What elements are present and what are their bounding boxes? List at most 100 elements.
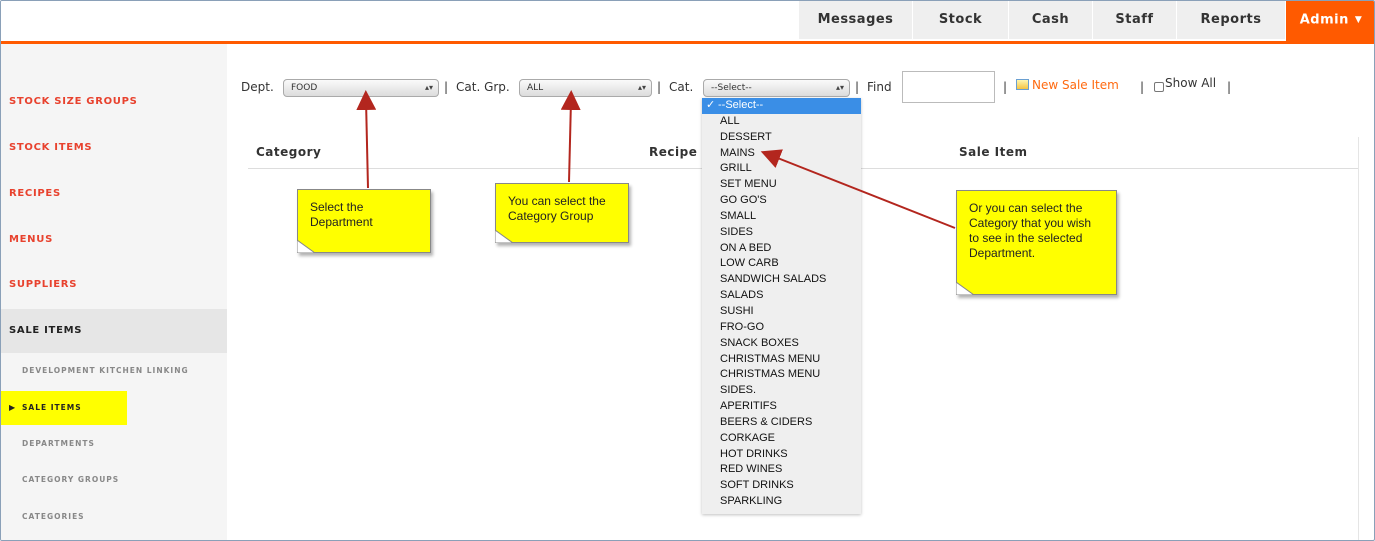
dropdown-option[interactable]: HOT DRINKS (702, 447, 861, 463)
note-select-category: Or you can select the Category that you … (956, 190, 1117, 295)
dropdown-option[interactable]: SOFT DRINKS (702, 478, 861, 494)
dropdown-option-label: --Select-- (718, 99, 764, 111)
cat-grp-select[interactable]: ALL ▴▾ (519, 79, 652, 97)
sidebar-item-sale-items[interactable]: SALE ITEMS (1, 309, 227, 353)
new-sale-item-link[interactable]: New Sale Item (1016, 78, 1119, 92)
updown-icon: ▴▾ (637, 83, 646, 92)
dropdown-option[interactable]: SALADS (702, 288, 861, 304)
tab-stock[interactable]: Stock (912, 1, 1008, 39)
sidebar-subitem-development-kitchen-linking[interactable]: DEVELOPMENT KITCHEN LINKING (22, 366, 189, 375)
note-text: Select the Department (310, 200, 373, 229)
dropdown-option[interactable]: SUSHI (702, 304, 861, 320)
updown-icon: ▴▾ (835, 83, 844, 92)
dropdown-option-label: SET MENU (720, 178, 777, 191)
dropdown-option[interactable]: ON A BED (702, 241, 861, 257)
column-header-sale-item[interactable]: Sale Item (959, 145, 1028, 159)
separator: | (444, 80, 449, 94)
sidebar-subitem-label: SALE ITEMS (22, 403, 82, 412)
show-all-checkbox[interactable] (1154, 82, 1164, 92)
column-header-recipe[interactable]: Recipe (649, 145, 698, 159)
note-fold-icon (956, 282, 974, 295)
tab-cash[interactable]: Cash (1008, 1, 1092, 39)
dropdown-option-label: GRILL (720, 162, 752, 175)
dropdown-option-label: DESSERT (720, 130, 772, 143)
dropdown-option[interactable]: GRILL (702, 161, 861, 177)
note-fold-icon (495, 230, 513, 243)
dropdown-option[interactable]: CORKAGE (702, 431, 861, 447)
tab-reports[interactable]: Reports (1176, 1, 1285, 39)
dropdown-option[interactable]: SPARKLING (702, 494, 861, 510)
dropdown-option[interactable]: SIDES. (702, 383, 861, 399)
sidebar-subitem-departments[interactable]: DEPARTMENTS (22, 439, 95, 448)
dropdown-option[interactable]: APERITIFS (702, 399, 861, 415)
dropdown-option[interactable]: ALL (702, 114, 861, 130)
dropdown-option[interactable]: SANDWICH SALADS (702, 272, 861, 288)
top-nav: Messages Stock Cash Staff Reports Admin▼ (1, 1, 1374, 41)
sidebar: STOCK SIZE GROUPS STOCK ITEMS RECIPES ME… (1, 44, 227, 540)
dropdown-option-label: SANDWICH SALADS (720, 273, 827, 286)
dept-select[interactable]: FOOD▴▾ (283, 79, 439, 97)
sidebar-subitem-sale-items[interactable]: ▶SALE ITEMS (1, 391, 127, 425)
sidebar-item-suppliers[interactable]: SUPPLIERS (9, 279, 78, 290)
dropdown-option[interactable]: SIDES (702, 225, 861, 241)
dropdown-option-label: SALADS (720, 289, 764, 302)
nav-accent-bar (1, 41, 1374, 44)
dropdown-option-label: APERITIFS (720, 400, 777, 413)
separator: | (1140, 80, 1145, 94)
sidebar-subitem-category-groups[interactable]: CATEGORY GROUPS (22, 475, 120, 484)
dropdown-option[interactable]: GO GO'S (702, 193, 861, 209)
dropdown-option-label: GO GO'S (720, 194, 767, 207)
dropdown-option[interactable]: FRO-GO (702, 320, 861, 336)
separator: | (1227, 80, 1232, 94)
dropdown-option-label: ON A BED (720, 241, 772, 254)
dropdown-option-label: SIDES (720, 225, 754, 238)
dropdown-option-label: SUSHI (720, 304, 754, 317)
dropdown-option[interactable]: BEERS & CIDERS (702, 415, 861, 431)
sidebar-subitem-categories[interactable]: CATEGORIES (22, 512, 85, 521)
dropdown-option[interactable]: SET MENU (702, 177, 861, 193)
dropdown-option[interactable]: LOW CARB (702, 256, 861, 272)
dropdown-option-label: SNACK BOXES (720, 336, 799, 349)
dropdown-option-label: HOT DRINKS (720, 447, 788, 460)
dropdown-option-label: SOFT DRINKS (720, 479, 794, 492)
dropdown-option-label: RED WINES (720, 463, 783, 476)
separator: | (1003, 80, 1008, 94)
dropdown-option-label: FRO-GO (720, 320, 764, 333)
dropdown-option-label: CHRISTMAS MENU (720, 352, 821, 365)
cat-label: Cat. (669, 80, 694, 94)
dropdown-option-label: CORKAGE (720, 431, 776, 444)
cat-select[interactable]: --Select--▴▾ (703, 79, 850, 97)
note-text: You can select the Category Group (508, 194, 606, 223)
dept-label: Dept. (241, 80, 274, 94)
column-header-category[interactable]: Category (256, 145, 322, 159)
separator: | (657, 80, 662, 94)
sidebar-item-recipes[interactable]: RECIPES (9, 188, 61, 199)
sidebar-item-menus[interactable]: MENUS (9, 234, 53, 245)
sidebar-item-stock-size-groups[interactable]: STOCK SIZE GROUPS (9, 96, 138, 107)
sidebar-item-stock-items[interactable]: STOCK ITEMS (9, 142, 93, 153)
cat-grp-label: Cat. Grp. (456, 80, 510, 94)
note-select-department: Select the Department (297, 189, 431, 253)
dropdown-option[interactable]: MAINS (702, 146, 861, 162)
dropdown-option[interactable]: ✓--Select-- (702, 98, 861, 114)
cat-grp-select-value: ALL (527, 83, 544, 93)
show-all-label: Show All (1165, 76, 1217, 90)
dropdown-option[interactable]: SNACK BOXES (702, 336, 861, 352)
dropdown-option-label: SPARKLING (720, 495, 783, 508)
dropdown-option-label: LOW CARB (720, 257, 779, 270)
find-input[interactable] (902, 71, 995, 103)
tab-staff[interactable]: Staff (1092, 1, 1176, 39)
note-fold-icon (297, 240, 315, 253)
dropdown-option[interactable]: RED WINES (702, 462, 861, 478)
updown-icon: ▴▾ (424, 83, 433, 92)
dropdown-option[interactable]: DESSERT (702, 130, 861, 146)
dropdown-option[interactable]: CHRISTMAS MENU (702, 367, 861, 383)
dropdown-option[interactable]: SMALL (702, 209, 861, 225)
tab-messages[interactable]: Messages (798, 1, 912, 39)
tab-admin[interactable]: Admin▼ (1285, 1, 1374, 41)
note-text: Or you can select the Category that you … (969, 201, 1092, 260)
dropdown-option[interactable]: CHRISTMAS MENU (702, 352, 861, 368)
admin-label: Admin (1299, 12, 1349, 28)
